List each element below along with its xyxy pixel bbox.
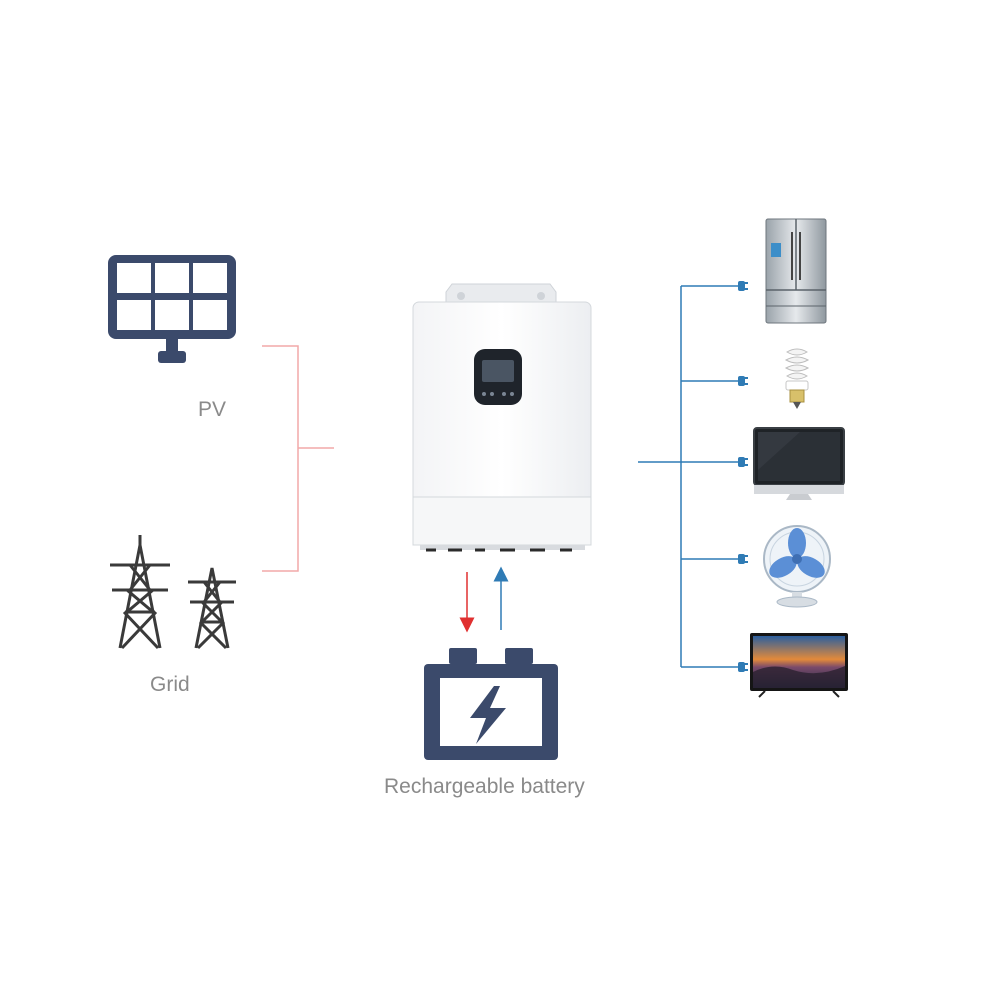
grid-label: Grid [150, 673, 190, 696]
battery-label: Rechargeable battery [384, 775, 585, 798]
power-tower-icon [110, 535, 236, 650]
refrigerator-icon [765, 218, 827, 324]
solar-panel-icon [108, 255, 236, 363]
plug-icon [738, 376, 748, 386]
plug-icons [738, 281, 748, 672]
light-bulb-icon [784, 348, 810, 409]
battery-icon [424, 648, 558, 760]
plug-icon [738, 554, 748, 564]
electric-fan-icon [763, 525, 831, 608]
plug-icon [738, 457, 748, 467]
pv-label: PV [198, 398, 227, 421]
source-connector-lines [262, 345, 334, 572]
computer-monitor-icon [753, 427, 845, 500]
plug-icon [738, 662, 748, 672]
load-connector-lines [638, 285, 740, 668]
television-icon [750, 633, 848, 698]
hybrid-inverter-icon [412, 283, 592, 552]
plug-icon [738, 281, 748, 291]
